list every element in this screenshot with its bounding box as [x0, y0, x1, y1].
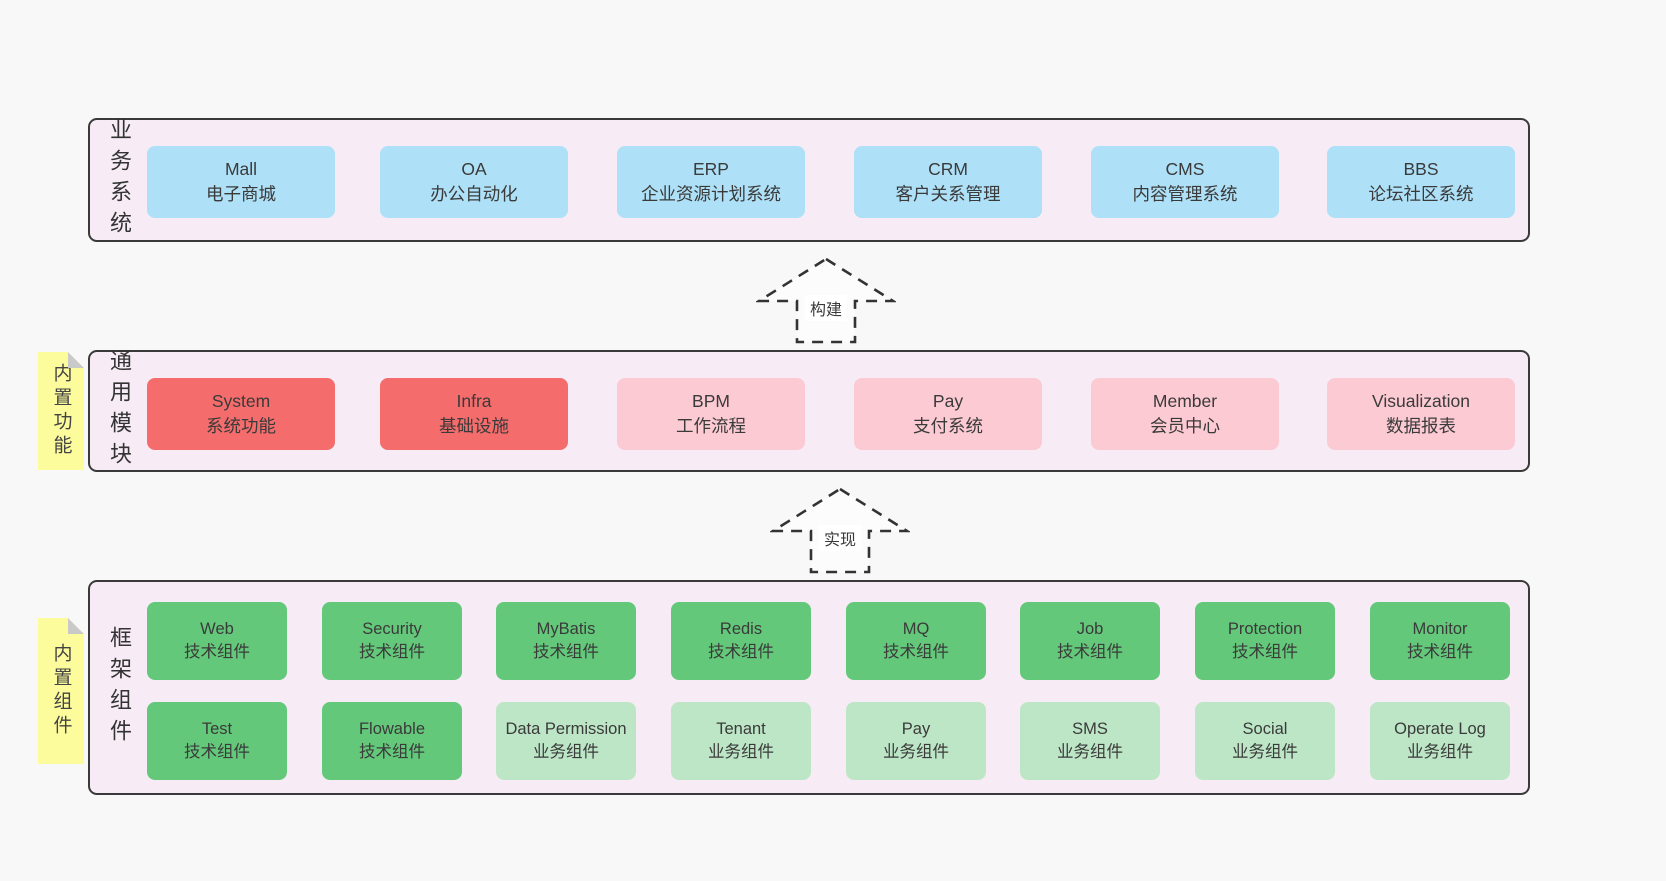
box-subtitle: 业务组件 — [533, 743, 599, 761]
box-title: OA — [461, 159, 487, 179]
box-title: Social — [1242, 720, 1288, 738]
box-subtitle: 系统功能 — [206, 416, 276, 436]
box-subtitle: 客户关系管理 — [895, 184, 1001, 204]
box-subtitle: 技术组件 — [533, 643, 599, 661]
box-sms: SMS 业务组件 — [1020, 702, 1160, 780]
box-title: Visualization — [1372, 391, 1470, 411]
box-subtitle: 技术组件 — [1057, 643, 1123, 661]
box-data-permission: Data Permission 业务组件 — [496, 702, 636, 780]
box-title: Test — [201, 720, 233, 738]
box-subtitle: 会员中心 — [1150, 416, 1220, 436]
box-subtitle: 基础设施 — [439, 416, 509, 436]
box-title: BPM — [692, 391, 730, 411]
implement-arrow-icon: 实现 — [770, 486, 910, 576]
box-mq: MQ 技术组件 — [846, 602, 986, 680]
box-title: Job — [1076, 620, 1104, 638]
business-systems-layer: 业务系统 Mall 电子商城 OA 办公自动化 ERP 企业资源计划系统 CRM… — [88, 118, 1530, 242]
box-title: Data Permission — [505, 720, 627, 738]
box-subtitle: 内容管理系统 — [1132, 184, 1238, 204]
box-subtitle: 业务组件 — [1232, 743, 1298, 761]
box-monitor: Monitor 技术组件 — [1370, 602, 1510, 680]
box-subtitle: 电子商城 — [206, 184, 276, 204]
box-job: Job 技术组件 — [1020, 602, 1160, 680]
builtin-components-note-label: 内置组件 — [50, 643, 72, 739]
box-subtitle: 支付系统 — [913, 416, 983, 436]
box-redis: Redis 技术组件 — [671, 602, 811, 680]
box-title: CRM — [928, 159, 968, 179]
box-subtitle: 技术组件 — [184, 743, 250, 761]
box-system: System 系统功能 — [147, 378, 335, 450]
box-security: Security 技术组件 — [322, 602, 462, 680]
box-title: BBS — [1403, 159, 1439, 179]
box-subtitle: 办公自动化 — [430, 184, 518, 204]
box-pay-module: Pay 支付系统 — [854, 378, 1042, 450]
build-arrow-label: 构建 — [804, 295, 848, 321]
box-subtitle: 业务组件 — [1407, 743, 1473, 761]
box-title: Web — [200, 620, 234, 638]
box-subtitle: 业务组件 — [1057, 743, 1123, 761]
build-arrow-icon: 构建 — [756, 256, 896, 346]
framework-components-layer: 框架组件 Web 技术组件 Security 技术组件 MyBatis 技术组件… — [88, 580, 1530, 795]
box-visualization: Visualization 数据报表 — [1327, 378, 1515, 450]
box-bpm: BPM 工作流程 — [617, 378, 805, 450]
box-test: Test 技术组件 — [147, 702, 287, 780]
common-modules-layer: 通用模块 System 系统功能 Infra 基础设施 BPM 工作流程 Pay… — [88, 349, 1530, 473]
common-modules-label: 通用模块 — [107, 349, 132, 473]
box-mybatis: MyBatis 技术组件 — [496, 602, 636, 680]
box-subtitle: 业务组件 — [883, 743, 949, 761]
builtin-components-note: 内置组件 — [38, 618, 84, 764]
business-systems-label: 业务系统 — [107, 118, 132, 242]
box-title: ERP — [693, 159, 729, 179]
builtin-features-note-label: 内置功能 — [50, 363, 72, 459]
box-mall: Mall 电子商城 — [147, 146, 335, 218]
box-protection: Protection 技术组件 — [1195, 602, 1335, 680]
box-title: Mall — [224, 159, 258, 179]
box-title: Flowable — [358, 720, 426, 738]
implement-arrow-label: 实现 — [818, 525, 862, 551]
box-title: Redis — [719, 620, 763, 638]
box-pay-component: Pay 业务组件 — [846, 702, 986, 780]
box-title: System — [211, 391, 271, 411]
box-title: SMS — [1072, 720, 1108, 738]
box-title: Member — [1152, 391, 1218, 411]
framework-components-label: 框架组件 — [107, 625, 132, 750]
box-subtitle: 论坛社区系统 — [1368, 184, 1474, 204]
box-subtitle: 技术组件 — [1407, 643, 1473, 661]
box-title: CMS — [1165, 159, 1205, 179]
box-oa: OA 办公自动化 — [380, 146, 568, 218]
box-title: Pay — [901, 720, 931, 738]
box-operate-log: Operate Log 业务组件 — [1370, 702, 1510, 780]
box-subtitle: 数据报表 — [1386, 416, 1456, 436]
box-title: MyBatis — [536, 620, 596, 638]
box-subtitle: 技术组件 — [883, 643, 949, 661]
box-infra: Infra 基础设施 — [380, 378, 568, 450]
box-title: Pay — [932, 391, 964, 411]
box-flowable: Flowable 技术组件 — [322, 702, 462, 780]
box-crm: CRM 客户关系管理 — [854, 146, 1042, 218]
box-subtitle: 技术组件 — [708, 643, 774, 661]
box-subtitle: 工作流程 — [676, 416, 746, 436]
box-member: Member 会员中心 — [1091, 378, 1279, 450]
box-subtitle: 企业资源计划系统 — [641, 184, 781, 204]
box-subtitle: 技术组件 — [1232, 643, 1298, 661]
box-title: Operate Log — [1394, 720, 1486, 738]
box-title: Infra — [456, 391, 492, 411]
box-title: Tenant — [716, 720, 766, 738]
box-bbs: BBS 论坛社区系统 — [1327, 146, 1515, 218]
box-subtitle: 技术组件 — [359, 743, 425, 761]
box-subtitle: 技术组件 — [359, 643, 425, 661]
box-erp: ERP 企业资源计划系统 — [617, 146, 805, 218]
box-title: Security — [362, 620, 422, 638]
box-title: Protection — [1227, 620, 1303, 638]
box-cms: CMS 内容管理系统 — [1091, 146, 1279, 218]
box-title: Monitor — [1412, 620, 1468, 638]
box-web: Web 技术组件 — [147, 602, 287, 680]
box-subtitle: 技术组件 — [184, 643, 250, 661]
box-title: MQ — [902, 620, 930, 638]
builtin-features-note: 内置功能 — [38, 352, 84, 470]
box-social: Social 业务组件 — [1195, 702, 1335, 780]
box-subtitle: 业务组件 — [708, 743, 774, 761]
box-tenant: Tenant 业务组件 — [671, 702, 811, 780]
